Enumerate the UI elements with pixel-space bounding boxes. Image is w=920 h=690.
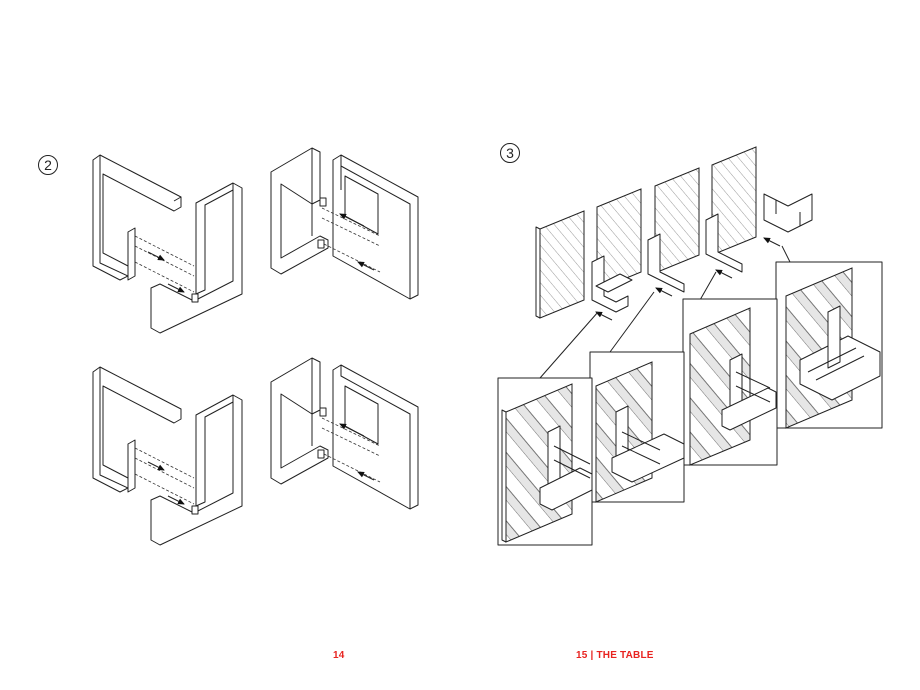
frame-assembly-top-right [270, 147, 419, 300]
detail-box-1 [497, 377, 593, 546]
detail-box-2 [589, 351, 685, 503]
arrow-icon [763, 237, 781, 247]
arrow-icon [715, 269, 733, 279]
arrow-icon [147, 461, 165, 471]
panel-sequence [535, 146, 813, 321]
detail-box-3 [682, 298, 778, 466]
arrow-icon [339, 213, 365, 227]
arrow-icon [167, 283, 185, 293]
frame-assembly-bottom-left [92, 366, 243, 546]
detail-box-4 [775, 261, 883, 429]
page-number-left: 14 [333, 650, 345, 661]
arrow-icon [147, 251, 165, 261]
page-number-right: 15 | THE TABLE [576, 650, 654, 661]
arrow-icon [357, 471, 375, 481]
arrow-icon [167, 495, 185, 505]
callout-leaders [539, 245, 791, 379]
step-3-badge: 3 [500, 143, 520, 163]
arrow-icon [655, 287, 673, 297]
frame-assembly-bottom-right [270, 357, 419, 510]
arrow-icon [339, 423, 365, 437]
frame-assembly-top-left [92, 154, 243, 334]
arrow-icon [357, 261, 375, 271]
step-2-badge: 2 [38, 155, 58, 175]
arrow-icon [595, 311, 613, 321]
